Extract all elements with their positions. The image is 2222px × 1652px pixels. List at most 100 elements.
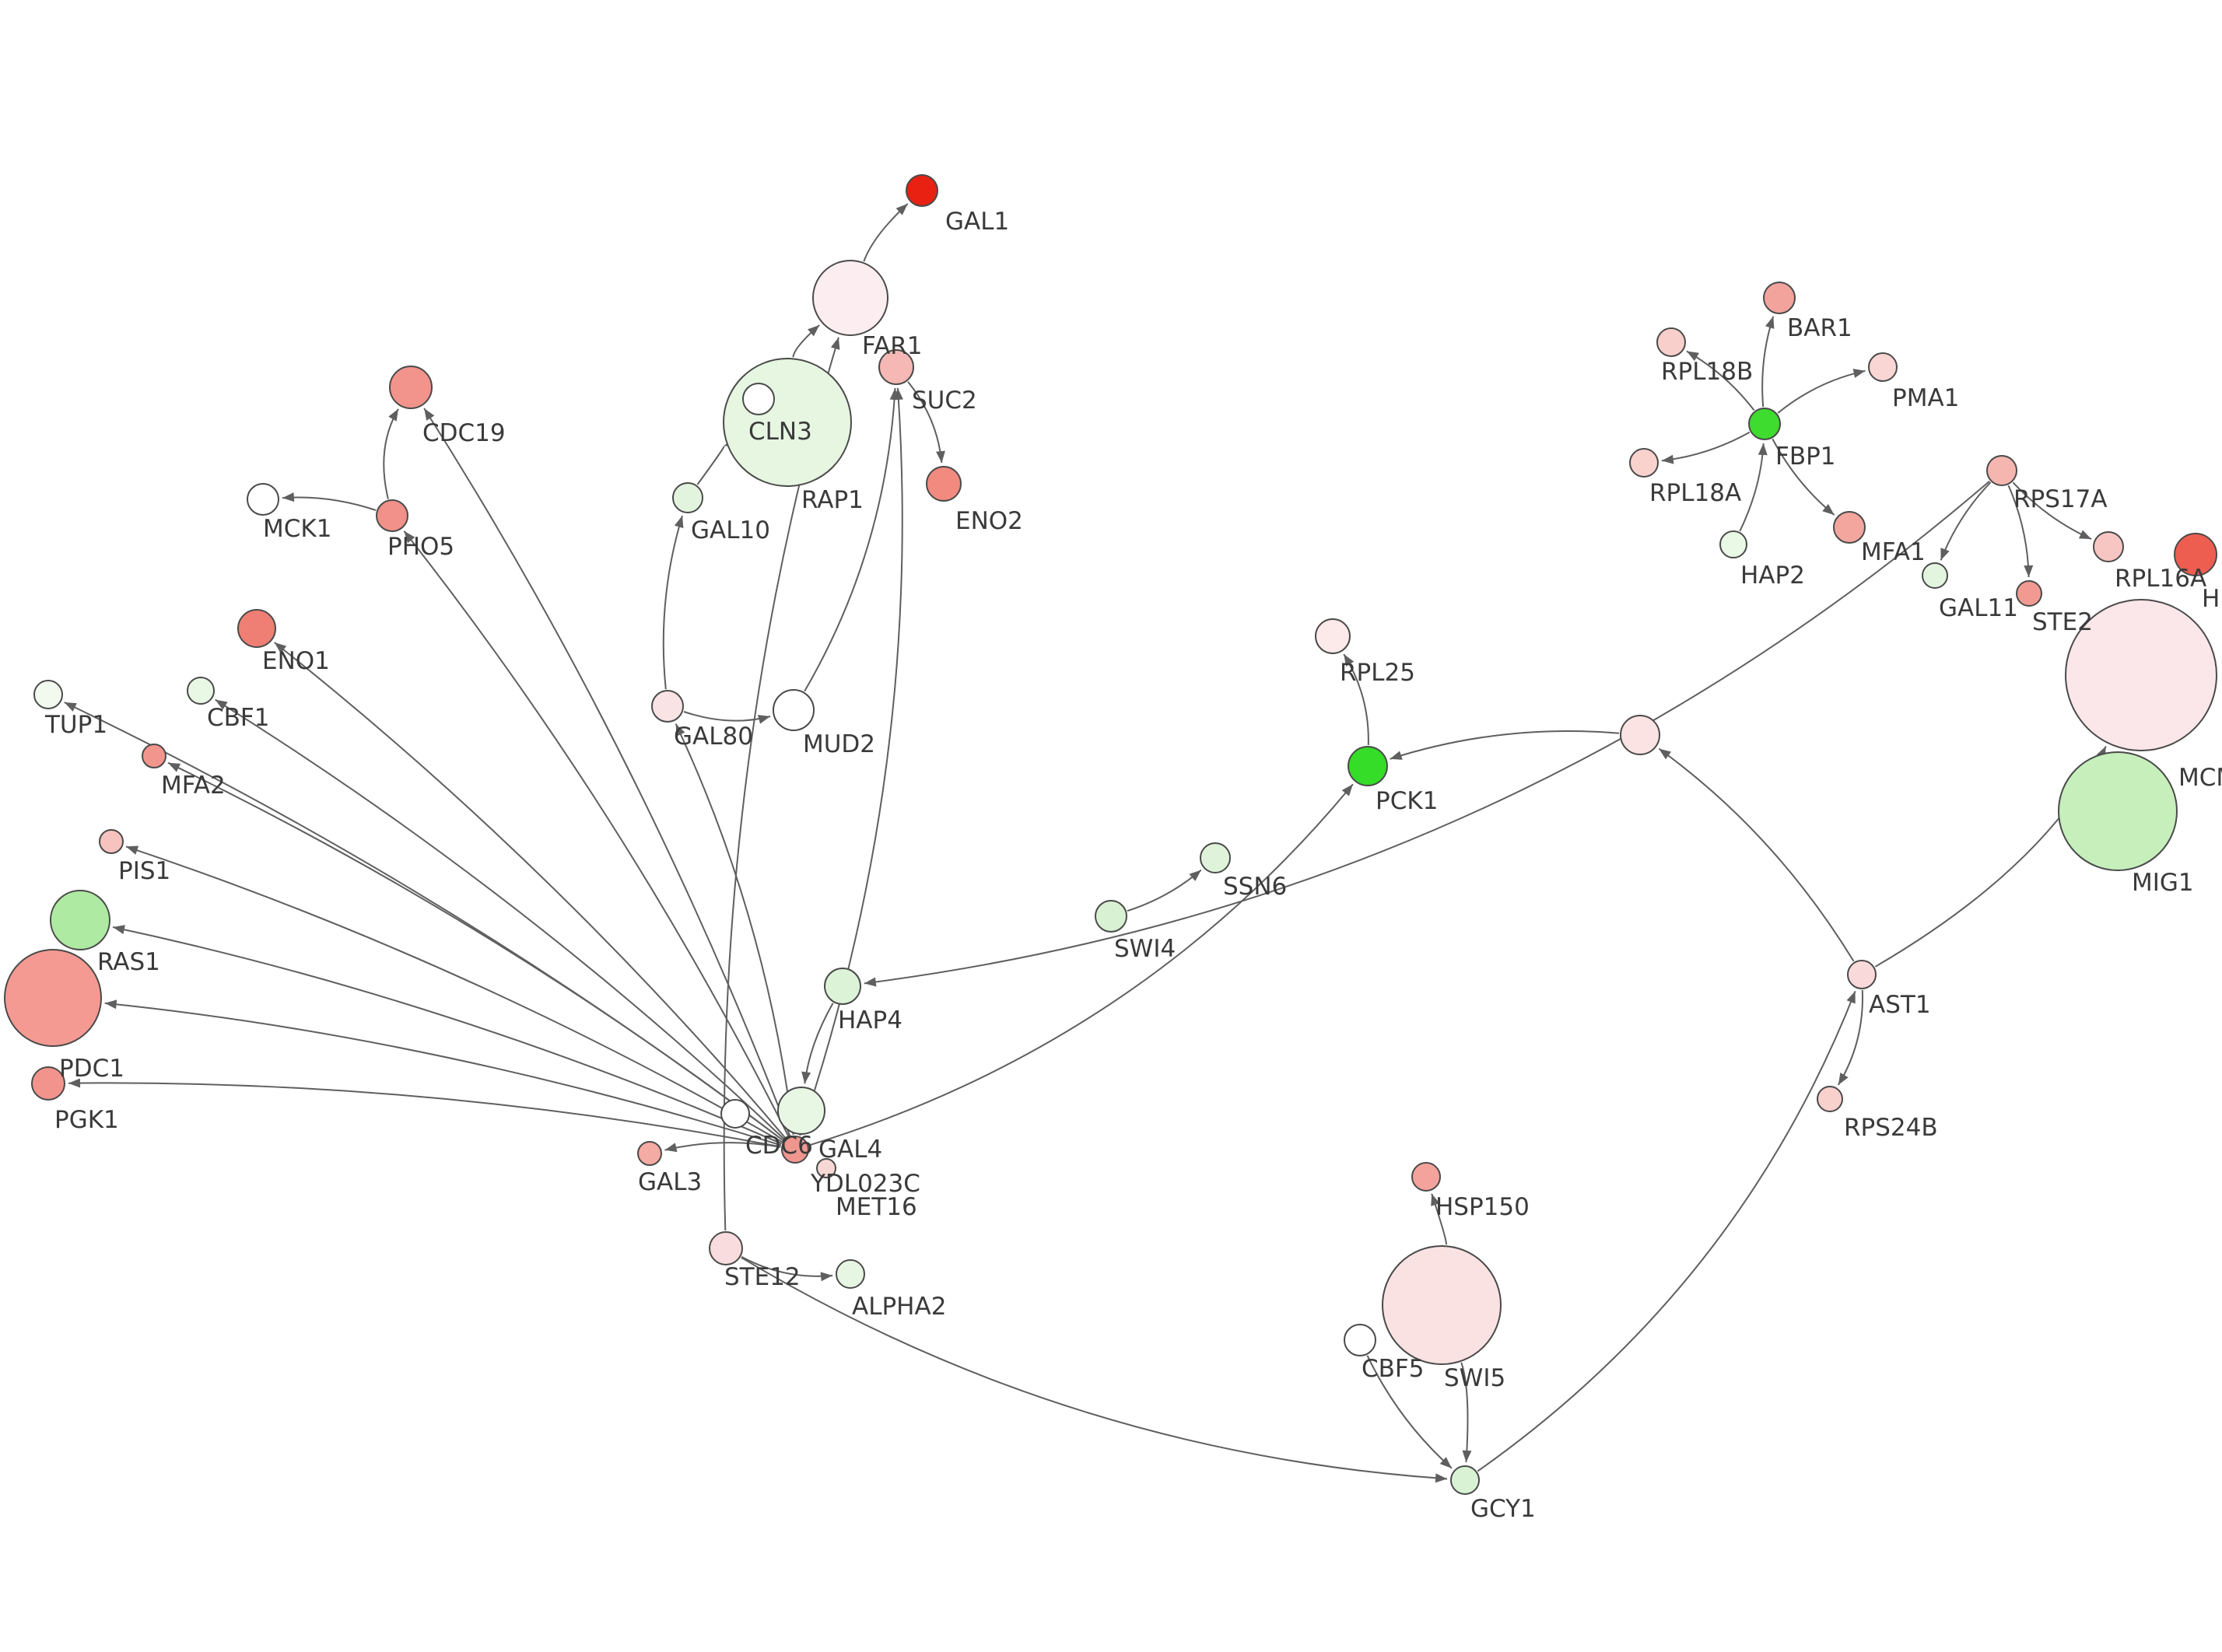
- node-MFA1[interactable]: [1833, 511, 1866, 544]
- node-CDC19[interactable]: [389, 366, 433, 409]
- edge-GAL4-SUC2: [799, 387, 903, 1136]
- node-ALPHA2[interactable]: [836, 1259, 865, 1289]
- node-label-MUD2: MUD2: [803, 730, 875, 758]
- node-UNK[interactable]: [1620, 715, 1660, 755]
- node-GAL3[interactable]: [637, 1141, 662, 1166]
- node-STE12[interactable]: [709, 1231, 743, 1265]
- node-label-PMA1: PMA1: [1892, 384, 1959, 412]
- node-HIS4[interactable]: [2174, 533, 2217, 576]
- node-PIS1[interactable]: [99, 829, 124, 854]
- node-label-AST1: AST1: [1869, 991, 1931, 1019]
- node-PMA1[interactable]: [1868, 352, 1898, 382]
- node-PDC1[interactable]: [4, 949, 102, 1047]
- edge-CBF5-GCY1: [1366, 1355, 1453, 1469]
- edge-RPS17A-RPL16A: [2012, 481, 2092, 541]
- node-label-MFA1: MFA1: [1861, 538, 1926, 566]
- node-ENO1[interactable]: [237, 609, 276, 648]
- node-label-HSP150: HSP150: [1435, 1193, 1530, 1221]
- edge-FBP1-MFA1: [1772, 438, 1835, 516]
- node-label-CDC19: CDC19: [422, 419, 506, 447]
- node-RPL18B[interactable]: [1656, 327, 1686, 357]
- node-MUD2[interactable]: [773, 689, 815, 731]
- node-MCM1[interactable]: [2065, 599, 2217, 751]
- edge-SWI5-GCY1: [1460, 1362, 1472, 1463]
- node-label-GAL11: GAL11: [1939, 594, 2018, 622]
- node-FAR1[interactable]: [812, 260, 888, 336]
- node-label-GAL3: GAL3: [638, 1168, 702, 1196]
- node-PGK1[interactable]: [31, 1066, 65, 1101]
- node-HSP150[interactable]: [1411, 1162, 1441, 1192]
- node-label-RPL18B: RPL18B: [1661, 358, 1753, 386]
- node-label-TUP1: TUP1: [44, 711, 107, 739]
- node-label-RPS17A: RPS17A: [2013, 485, 2108, 513]
- node-label-STE2: STE2: [2032, 608, 2093, 636]
- edge-GAL4-PIS1: [125, 845, 783, 1143]
- node-label-ENO2: ENO2: [955, 507, 1023, 535]
- node-label-RPL16A: RPL16A: [2115, 565, 2206, 593]
- node-ENO2[interactable]: [926, 466, 962, 502]
- edge-HAP4-YDL023C: [801, 1003, 834, 1084]
- node-RPS17A[interactable]: [1986, 455, 2017, 486]
- node-RPL25[interactable]: [1315, 618, 1351, 654]
- edge-FAR1-GAL1: [863, 203, 909, 262]
- edge-FBP1-RPL18A: [1661, 431, 1751, 464]
- edge-GAL4-CDC19: [423, 408, 791, 1136]
- edge-CLN3-FAR1: [792, 324, 820, 358]
- node-SWI4[interactable]: [1095, 900, 1127, 933]
- node-CBF1[interactable]: [187, 677, 215, 705]
- node-CDC6[interactable]: [720, 1099, 750, 1129]
- node-MFA2[interactable]: [142, 744, 166, 768]
- node-GCY1[interactable]: [1450, 1465, 1480, 1495]
- edge-STE12-GCY1: [741, 1256, 1448, 1483]
- node-label-ALPHA2: ALPHA2: [852, 1293, 946, 1321]
- node-MIG1[interactable]: [2058, 751, 2178, 871]
- node-GAL10[interactable]: [672, 482, 703, 513]
- node-RPL16A[interactable]: [2093, 531, 2124, 562]
- node-SUC2[interactable]: [878, 349, 914, 385]
- edge-GAL4-GAL80: [675, 723, 794, 1136]
- node-label-PHO5: PHO5: [387, 533, 454, 561]
- node-label-MCM1: MCM1: [2178, 764, 2222, 792]
- node-YDL023C[interactable]: [777, 1087, 825, 1135]
- node-TUP1[interactable]: [33, 680, 63, 709]
- node-MCK1[interactable]: [247, 483, 279, 516]
- node-RAS1[interactable]: [50, 890, 110, 950]
- node-label-PGK1: PGK1: [54, 1106, 119, 1134]
- node-label-CDC6: CDC6: [745, 1132, 813, 1160]
- edge-GAL4-PGK1: [68, 1078, 781, 1148]
- node-HAP4[interactable]: [824, 968, 861, 1005]
- node-AST1[interactable]: [1847, 960, 1877, 989]
- node-label-RAS1: RAS1: [97, 948, 160, 976]
- node-label-CBF1: CBF1: [207, 704, 269, 732]
- node-RPL18A[interactable]: [1629, 448, 1659, 478]
- node-label-GAL80: GAL80: [674, 723, 753, 751]
- node-PCK1[interactable]: [1348, 746, 1388, 786]
- node-label-CLN3: CLN3: [748, 418, 812, 446]
- node-GAL11[interactable]: [1922, 562, 1948, 589]
- node-PHO5[interactable]: [376, 499, 408, 532]
- node-RPS24B[interactable]: [1817, 1086, 1843, 1112]
- node-GAL80[interactable]: [651, 690, 684, 723]
- node-BAR1[interactable]: [1763, 282, 1796, 314]
- node-GAL1[interactable]: [906, 174, 938, 207]
- node-FBP1[interactable]: [1748, 408, 1781, 440]
- edge-GCY1-AST1: [1477, 991, 1856, 1472]
- node-label-FBP1: FBP1: [1775, 443, 1836, 471]
- edge-FBP1-BAR1: [1761, 316, 1775, 408]
- edge-STE12-ALPHA2: [741, 1256, 833, 1282]
- node-label-SSN6: SSN6: [1223, 873, 1287, 901]
- node-STE2[interactable]: [2016, 580, 2042, 607]
- edge-PHO5-MCK1: [282, 492, 377, 511]
- edge-FBP1-RPL18B: [1686, 350, 1755, 411]
- node-label-SWI5: SWI5: [1444, 1364, 1505, 1392]
- node-HAP2[interactable]: [1719, 530, 1747, 558]
- node-SWI5[interactable]: [1382, 1245, 1502, 1365]
- node-CBF5[interactable]: [1344, 1324, 1376, 1356]
- node-MET16[interactable]: [816, 1158, 836, 1178]
- node-SSN6[interactable]: [1200, 842, 1231, 873]
- edge-GAL4-ENO1: [274, 642, 787, 1139]
- edge-GAL80-GAL10: [662, 515, 684, 690]
- node-GAL4[interactable]: [781, 1136, 809, 1164]
- node-RAP1[interactable]: [742, 383, 775, 415]
